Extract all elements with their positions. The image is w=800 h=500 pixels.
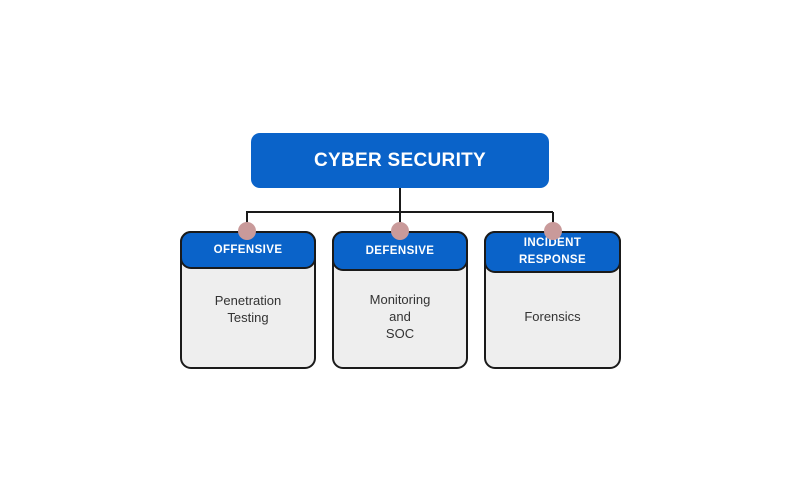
connector-dot-incident-response bbox=[544, 222, 562, 240]
branch-body-offensive: Penetration Testing bbox=[214, 293, 282, 325]
connector-dot-defensive bbox=[391, 222, 409, 240]
connector-dot-offensive bbox=[238, 222, 256, 240]
branch-title-offensive: OFFENSIVE bbox=[213, 243, 283, 256]
root-node-label: CYBER SECURITY bbox=[313, 149, 487, 171]
branch-body-defensive: Monitoring and SOC bbox=[369, 292, 431, 341]
branch-title-defensive: DEFENSIVE bbox=[365, 244, 435, 257]
branch-card-offensive: OFFENSIVE Penetration Testing bbox=[180, 231, 316, 369]
branch-title-incident-response: INCIDENT RESPONSE bbox=[518, 237, 587, 266]
branch-body-incident-response: Forensics bbox=[524, 309, 581, 324]
branch-card-defensive: DEFENSIVE Monitoring and SOC bbox=[332, 231, 468, 369]
branch-card-incident-response: INCIDENT RESPONSE Forensics bbox=[484, 231, 621, 369]
root-node-cyber-security: CYBER SECURITY bbox=[251, 133, 549, 188]
